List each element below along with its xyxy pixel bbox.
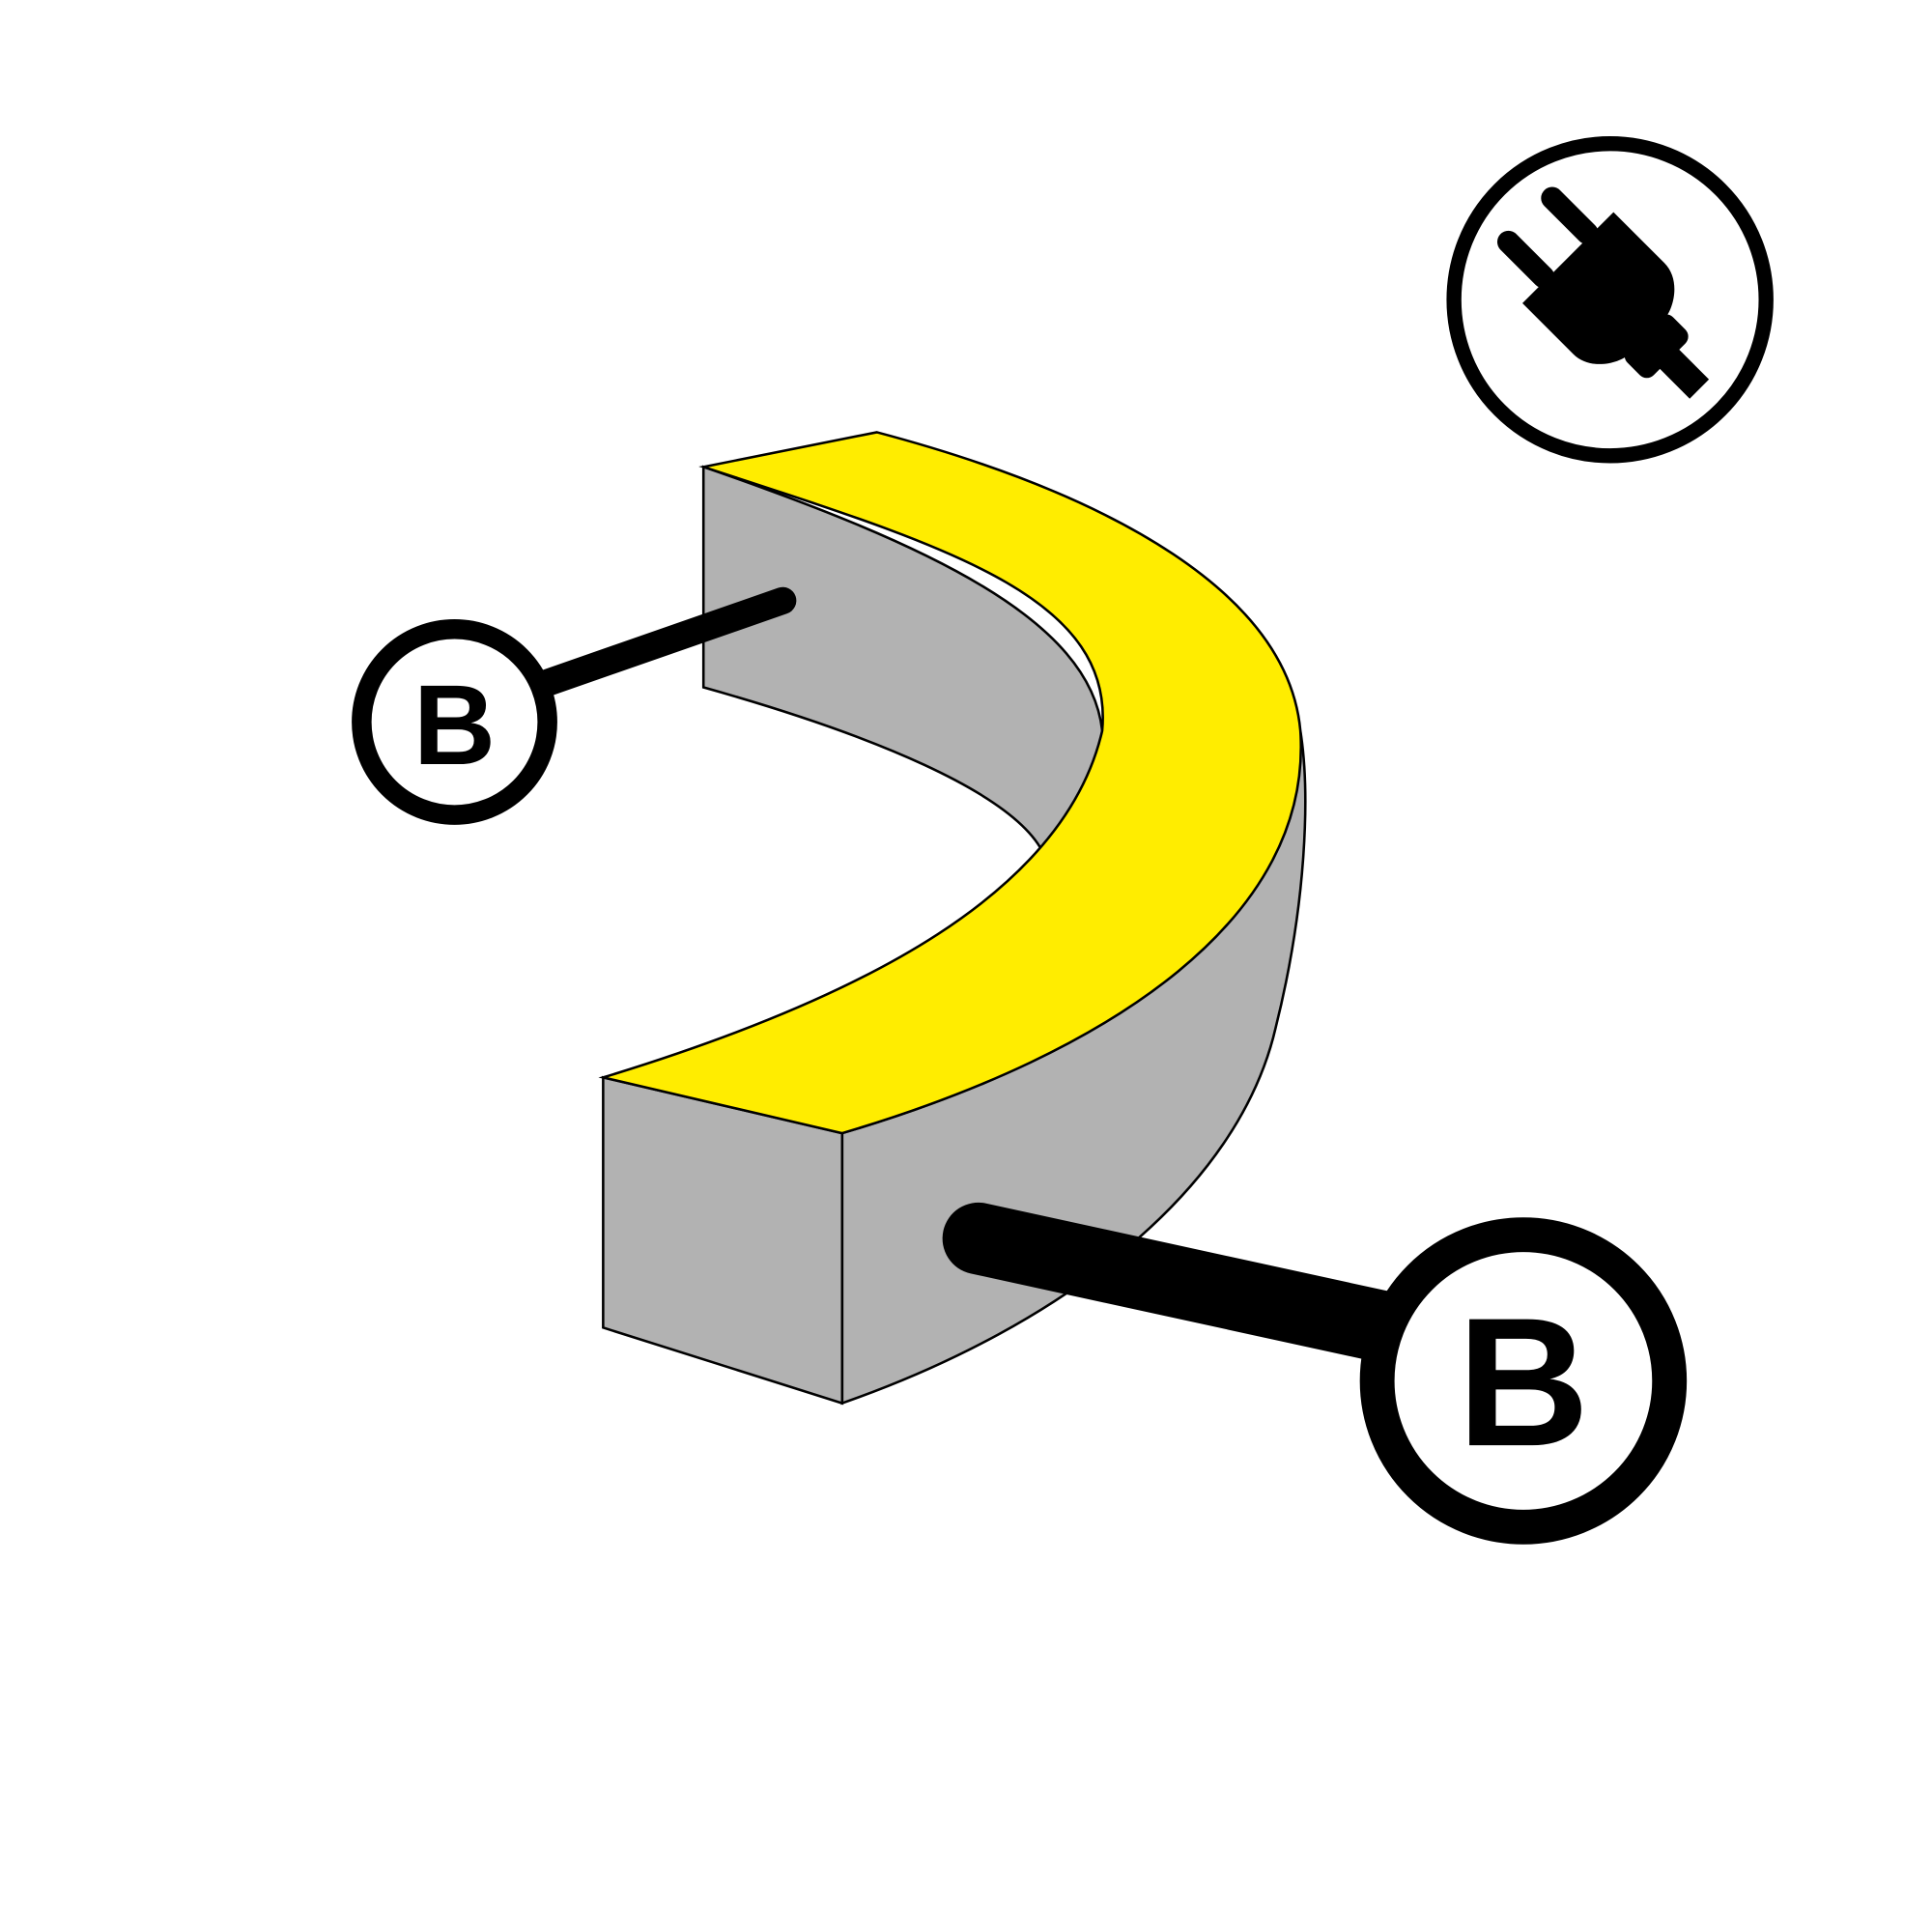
plug-icon <box>1446 136 1774 464</box>
bottom-callout-label: B <box>1457 1280 1589 1485</box>
bottom-callout-leader <box>942 1202 1424 1364</box>
bottom-callout-circle <box>1359 1217 1688 1545</box>
top-callout-circle <box>352 619 557 825</box>
top-callout-leader <box>531 586 797 697</box>
top-face <box>598 431 1302 1135</box>
top-callout: B <box>352 586 797 825</box>
bottom-callout: B <box>942 1202 1688 1545</box>
top-callout-label: B <box>413 661 496 788</box>
front-end-face <box>602 1075 844 1406</box>
